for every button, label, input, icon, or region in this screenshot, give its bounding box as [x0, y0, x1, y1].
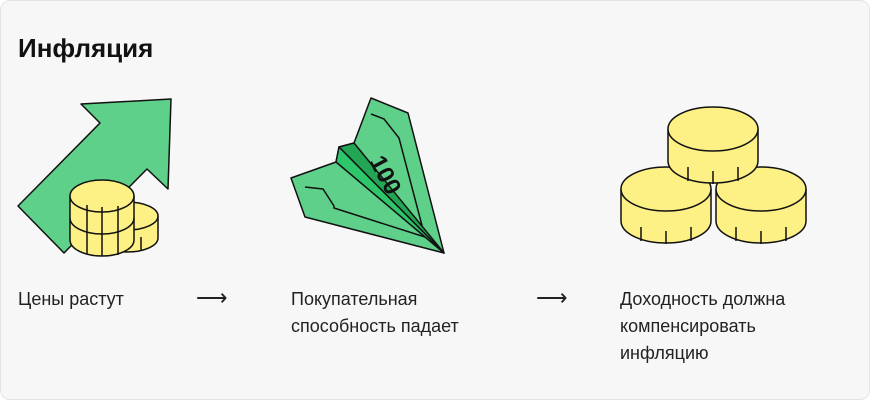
coin-pile-icon: [620, 106, 807, 244]
arrow-up-coins-icon: [17, 98, 172, 257]
step-arrow-1: ⟶: [196, 285, 228, 310]
step-2-line-2: способность падает: [291, 316, 459, 336]
money-plane-icon: 100: [290, 97, 445, 254]
step-3-line-3: инфляцию: [620, 343, 709, 363]
step-3-label: Доходность должна компенсировать инфляци…: [620, 286, 785, 367]
step-3-line-1: Доходность должна: [620, 289, 786, 309]
step-2-line-1: Покупательная: [291, 289, 418, 309]
step-arrow-2: ⟶: [536, 285, 568, 310]
step-1-label: Цены растут: [18, 289, 124, 309]
step-2-label: Покупательная способность падает: [291, 286, 459, 340]
step-3-line-2: компенсировать: [620, 316, 756, 336]
page-title: Инфляция: [18, 33, 154, 63]
